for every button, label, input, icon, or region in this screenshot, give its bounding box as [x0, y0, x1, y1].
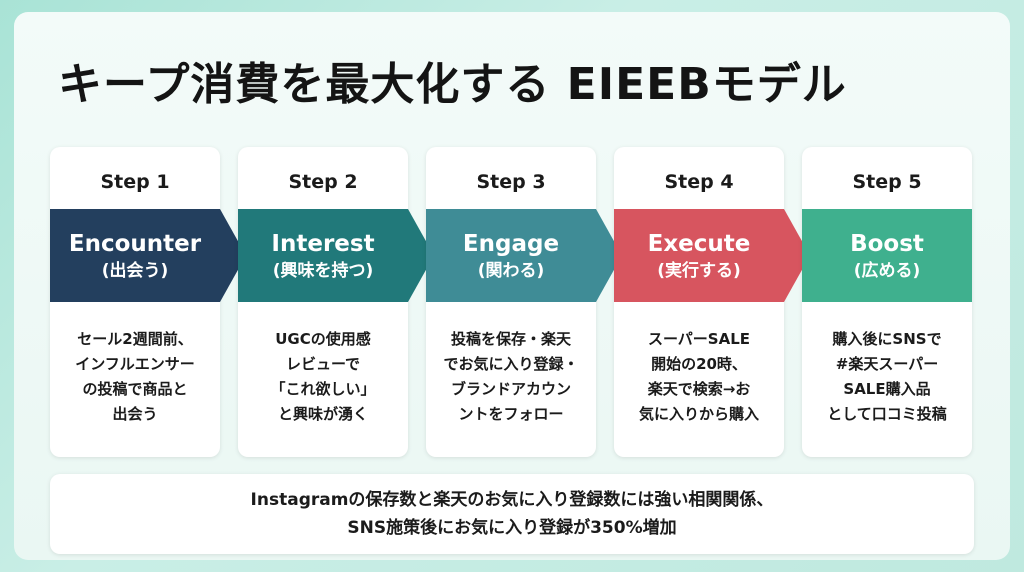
step-label: Step 5 — [852, 171, 922, 193]
step-band-text: Execute (実行する) — [614, 209, 784, 302]
desc-line: と興味が湧く — [277, 405, 368, 423]
step-band-text: Boost (広める) — [802, 209, 972, 302]
summary-box: Instagramの保存数と楽天のお気に入り登録数には強い相関関係、 SNS施策… — [50, 474, 974, 554]
step-label: Step 4 — [664, 171, 734, 193]
step-title-jp: (出会う) — [101, 260, 169, 281]
desc-line: #楽天スーパー — [835, 355, 939, 373]
step-title-jp: (実行する) — [657, 260, 741, 281]
summary-line-1: Instagramの保存数と楽天のお気に入り登録数には強い相関関係、 — [250, 490, 774, 510]
step-card-1: Step 1 セール2週間前、 インフルエンサー の投稿で商品と 出会う — [50, 147, 220, 457]
step-label: Step 1 — [100, 171, 170, 193]
step-description: 購入後にSNSで #楽天スーパー SALE購入品 として口コミ投稿 — [810, 327, 964, 427]
desc-line: 「これ欲しい」 — [270, 380, 376, 398]
band-shape — [802, 209, 972, 302]
chevron-arrow-shape — [50, 209, 246, 302]
desc-line: 楽天で検索→お — [647, 380, 751, 398]
step-title-en: Engage — [462, 230, 560, 257]
desc-line: セール2週間前、 — [77, 330, 193, 348]
desc-line: SALE購入品 — [843, 380, 931, 398]
desc-line: ブランドアカウン — [450, 380, 571, 398]
chevron-arrow-shape — [426, 209, 622, 302]
chevron-fill — [426, 209, 622, 302]
step-title-en: Execute — [647, 230, 751, 257]
step-title-jp: (関わる) — [477, 260, 545, 281]
desc-line: でお気に入り登録・ — [443, 355, 579, 373]
desc-line: ントをフォロー — [458, 405, 564, 423]
step-description: 投稿を保存・楽天 でお気に入り登録・ ブランドアカウン ントをフォロー — [434, 327, 588, 427]
chevron-fill — [614, 209, 810, 302]
step-title-en: Interest — [271, 230, 375, 257]
step-title-en: Boost — [850, 230, 924, 257]
desc-line: 気に入りから購入 — [638, 405, 759, 423]
step-card-5: Step 5 購入後にSNSで #楽天スーパー SALE購入品 として口コミ投稿 — [802, 147, 972, 457]
step-card-2: Step 2 UGCの使用感 レビューで 「これ欲しい」 と興味が湧く — [238, 147, 408, 457]
desc-line: の投稿で商品と — [82, 380, 188, 398]
chevron-arrow-shape — [614, 209, 810, 302]
step-band-text: Interest (興味を持つ) — [238, 209, 408, 302]
step-band-text: Encounter (出会う) — [50, 209, 220, 302]
step-description: UGCの使用感 レビューで 「これ欲しい」 と興味が湧く — [246, 327, 400, 427]
desc-line: レビューで — [285, 355, 361, 373]
desc-line: UGCの使用感 — [275, 330, 371, 348]
step-description: スーパーSALE 開始の20時、 楽天で検索→お 気に入りから購入 — [622, 327, 776, 427]
step-label: Step 2 — [288, 171, 358, 193]
desc-line: 購入後にSNSで — [832, 330, 942, 348]
desc-line: として口コミ投稿 — [827, 405, 947, 423]
band-fill — [802, 209, 972, 302]
chevron-fill — [50, 209, 246, 302]
step-description: セール2週間前、 インフルエンサー の投稿で商品と 出会う — [58, 327, 212, 427]
step-band-text: Engage (関わる) — [426, 209, 596, 302]
chevron-arrow-shape — [238, 209, 434, 302]
desc-line: 出会う — [112, 405, 158, 423]
step-title-jp: (広める) — [853, 260, 921, 281]
page-title: キープ消費を最大化する EIEEBモデル — [58, 59, 847, 110]
chevron-fill — [238, 209, 434, 302]
step-card-3: Step 3 投稿を保存・楽天 でお気に入り登録・ ブランドアカウン ントをフォ… — [426, 147, 596, 457]
desc-line: スーパーSALE — [647, 330, 751, 348]
step-title-en: Encounter — [68, 230, 202, 257]
summary-line-2: SNS施策後にお気に入り登録が350%増加 — [347, 518, 677, 538]
desc-line: 投稿を保存・楽天 — [450, 330, 571, 348]
desc-line: インフルエンサー — [75, 355, 195, 373]
step-card-4: Step 4 スーパーSALE 開始の20時、 楽天で検索→お 気に入りから購入 — [614, 147, 784, 457]
desc-line: 開始の20時、 — [651, 355, 747, 373]
step-label: Step 3 — [476, 171, 546, 193]
step-title-jp: (興味を持つ) — [272, 260, 374, 281]
